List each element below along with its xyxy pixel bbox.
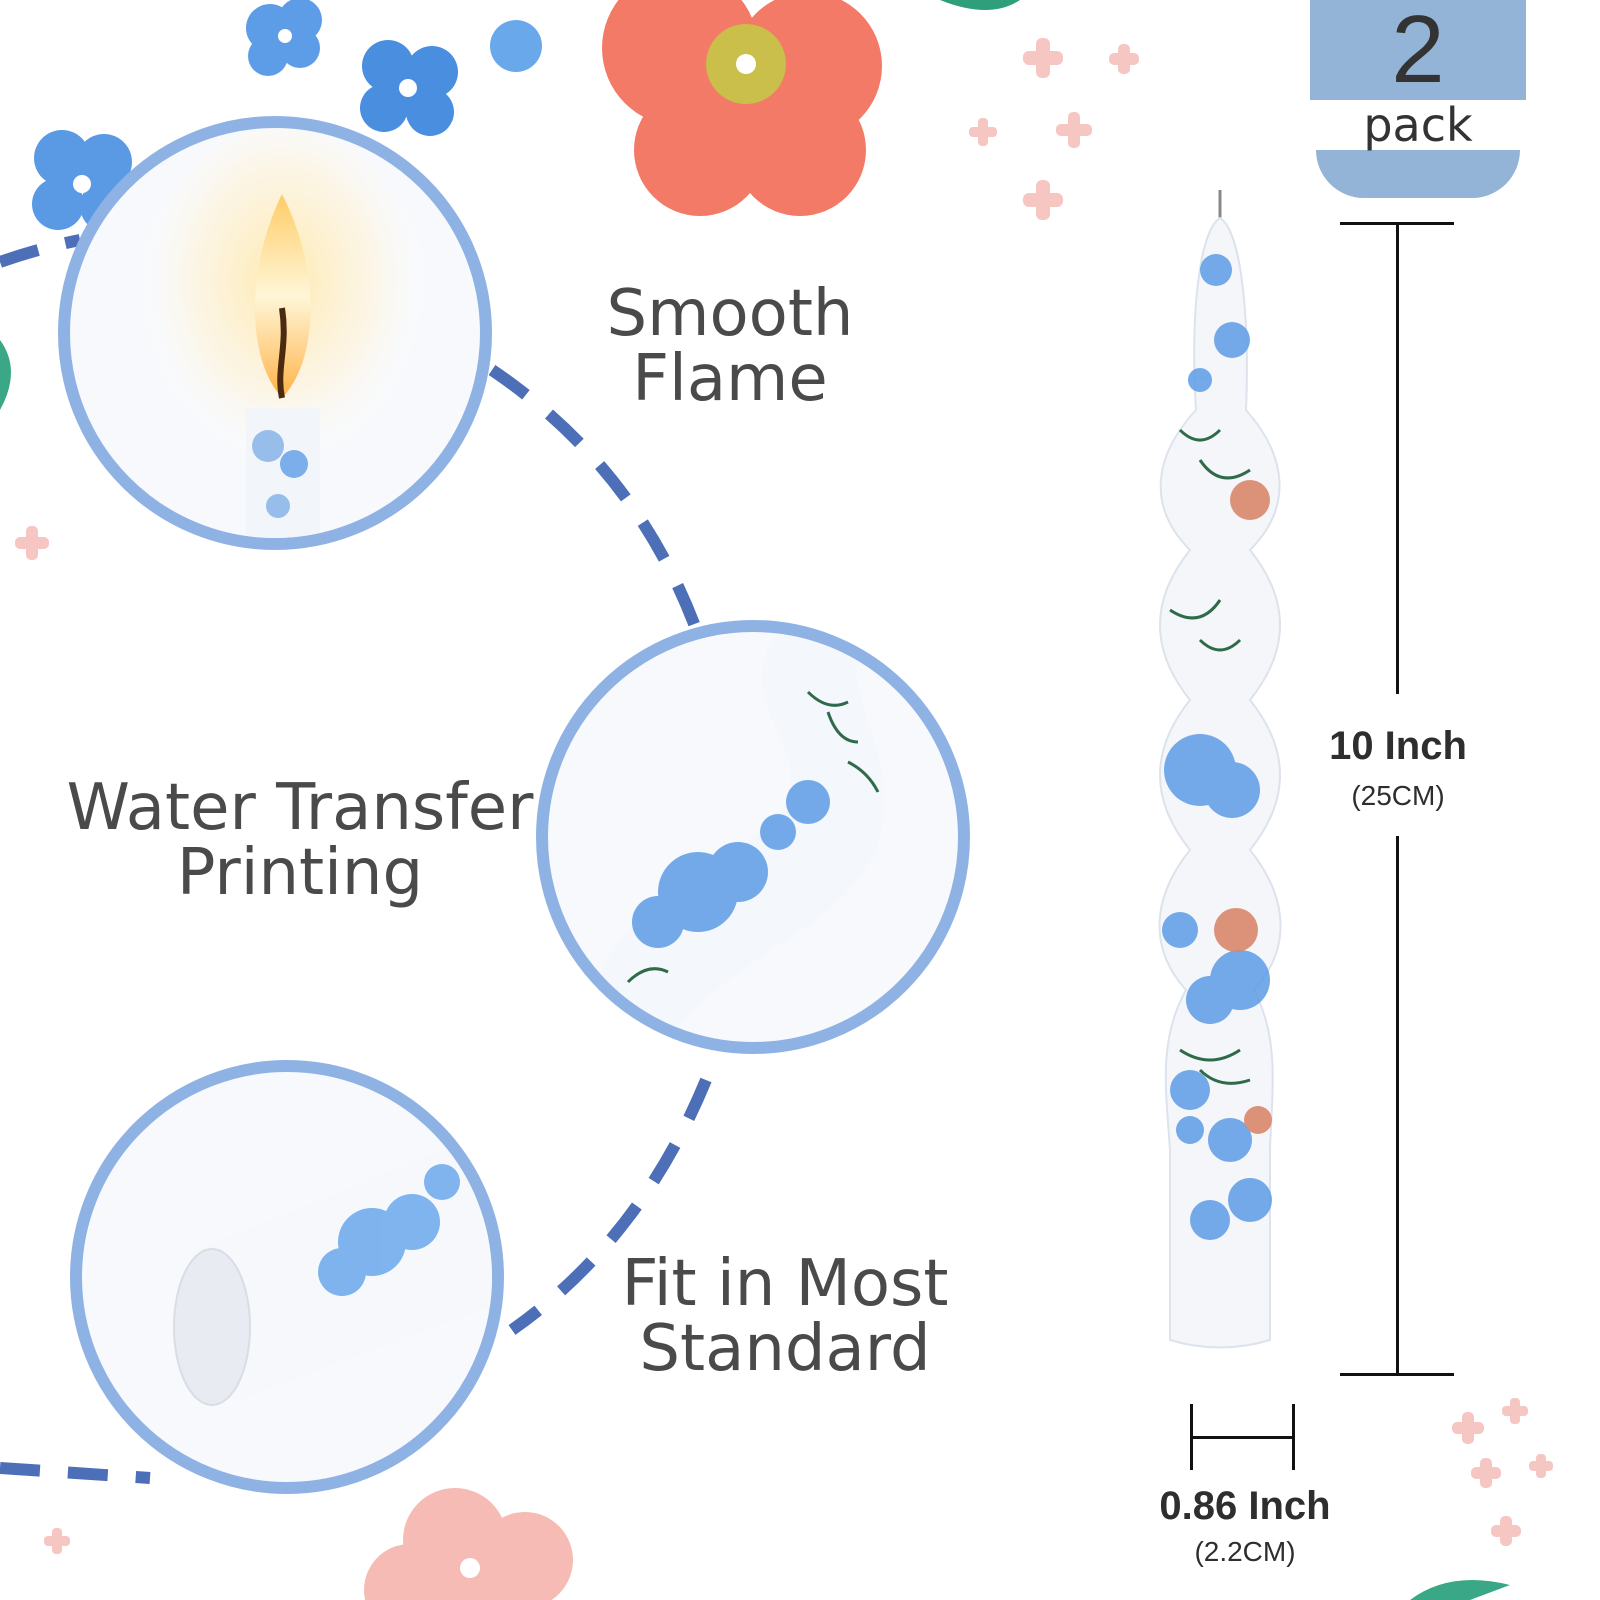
feature-fit-standard: Fit in Most Standard	[580, 1247, 990, 1387]
leaf-icon	[1410, 1580, 1510, 1600]
blue-flower-icon	[360, 40, 458, 136]
feature-water-transfer-printing: Water Transfer Printing	[60, 771, 540, 911]
decorative-arc	[0, 234, 82, 268]
pack-count: 2	[1310, 0, 1526, 100]
feature-label-line1: Fit in Most	[621, 1247, 949, 1321]
product-candle-image	[1158, 190, 1282, 1349]
width-dimension-right-tick	[1292, 1404, 1295, 1470]
height-value: 10 Inch	[1329, 724, 1467, 768]
pink-flower-icon	[364, 1488, 573, 1600]
height-dimension-line-lower	[1396, 836, 1399, 1374]
width-dimension-line	[1190, 1436, 1294, 1439]
leaf-icon	[0, 340, 11, 410]
printing-detail-circle	[536, 620, 970, 1054]
twisted-candle-icon	[588, 632, 885, 1042]
leaf-icon	[940, 0, 1020, 10]
feature-label-line2: Printing	[176, 836, 424, 911]
decorative-arc	[0, 1462, 151, 1484]
feature-label-line2: Standard	[639, 1312, 931, 1387]
pack-badge-base	[1316, 150, 1520, 198]
width-metric: (2.2CM)	[1194, 1536, 1296, 1567]
height-dimension-line-upper	[1396, 222, 1399, 694]
blue-flower-icon	[490, 20, 542, 72]
feature-smooth-flame: Smooth Flame	[500, 281, 960, 413]
pack-label: pack	[1363, 98, 1473, 152]
candle-base-icon	[173, 1142, 492, 1406]
fit-detail-circle	[70, 1060, 504, 1494]
coral-flower-icon	[602, 0, 882, 216]
height-dimension-bottom-tick	[1340, 1373, 1454, 1376]
dashed-connector-arc	[488, 365, 706, 642]
flame-detail-circle	[58, 116, 492, 550]
feature-label: Smooth Flame	[606, 277, 854, 417]
blue-flower-icon	[246, 0, 322, 76]
height-metric: (25CM)	[1351, 780, 1445, 811]
width-value: 0.86 Inch	[1159, 1484, 1331, 1528]
feature-label-line1: Water Transfer	[66, 771, 534, 845]
candle-flame-icon	[132, 128, 432, 538]
pack-badge: 2 pack	[1310, 0, 1526, 198]
dashed-connector-arc	[508, 1077, 712, 1335]
pink-sparkle-icon	[15, 38, 1553, 1554]
